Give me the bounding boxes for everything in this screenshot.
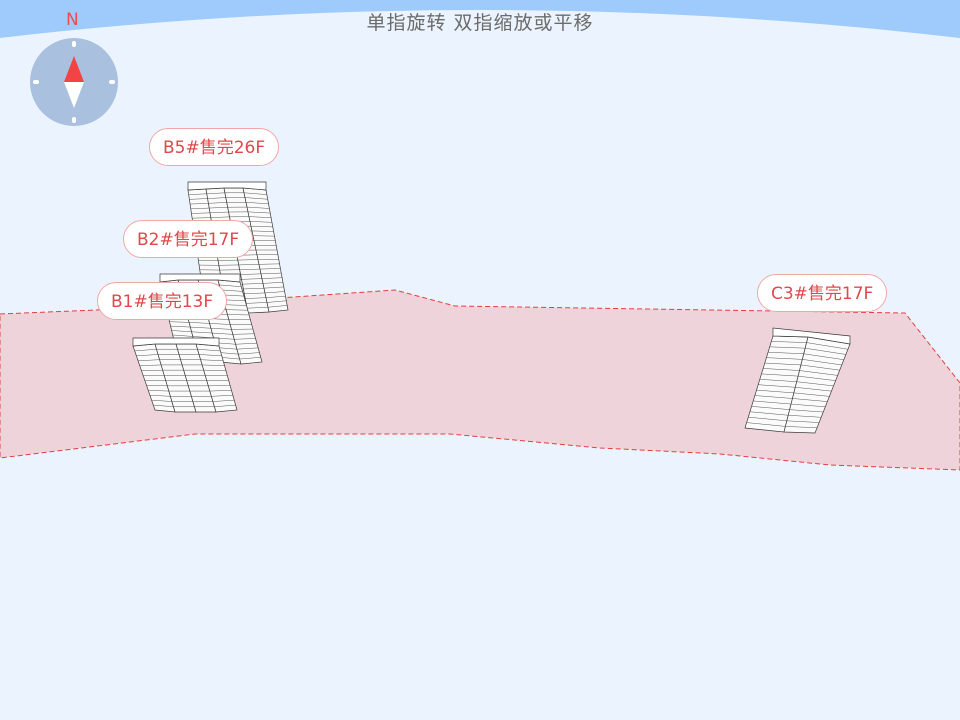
building-c3[interactable]	[744, 327, 851, 434]
building-label-b2[interactable]: B2#售完17F	[123, 220, 254, 258]
sky-arc	[0, 0, 960, 38]
compass-north-label: N	[66, 10, 79, 30]
building-label-b1[interactable]: B1#售完13F	[97, 282, 228, 320]
building-b1[interactable]	[132, 337, 238, 413]
compass-icon[interactable]	[30, 38, 118, 126]
building-label-b5[interactable]: B5#售完26F	[149, 128, 280, 166]
building-label-c3[interactable]: C3#售完17F	[757, 274, 888, 312]
gesture-hint: 单指旋转 双指缩放或平移	[366, 12, 594, 34]
